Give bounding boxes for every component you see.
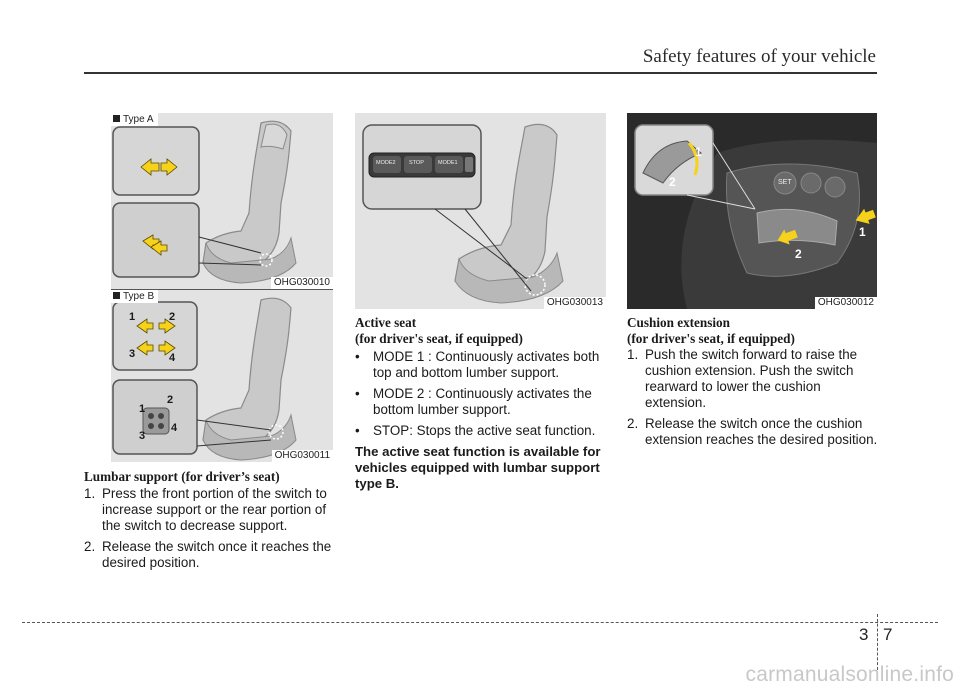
list-item: 1. Press the front portion of the switch … xyxy=(84,486,336,534)
heading-line-2: (for driver's seat, if equipped) xyxy=(355,331,523,346)
lumbar-heading: Lumbar support (for driver’s seat) xyxy=(84,469,280,484)
arrow-right-icon xyxy=(160,158,178,176)
set-button-label: SET xyxy=(778,179,792,186)
figure-code-type-a: OHG030010 xyxy=(270,277,333,289)
figure-cushion-extension: SET 1 2 1 2 OHG030012 xyxy=(627,113,877,309)
footer-dashed-rule xyxy=(22,622,938,623)
cushion-steps: 1. Push the switch forward to raise the c… xyxy=(627,347,879,453)
figure-active-seat: MODE2 STOP MODE1 OHG030013 xyxy=(355,113,606,309)
list-text: MODE 2 : Continuously activates the bott… xyxy=(373,386,592,417)
type-a-text: Type A xyxy=(123,114,154,125)
list-text: Release the switch once it reaches the d… xyxy=(102,539,332,570)
list-marker: 1. xyxy=(627,347,639,362)
figure-code-type-b: OHG030011 xyxy=(271,450,333,462)
list-item: 2. Release the switch once the cushion ex… xyxy=(627,416,879,448)
square-bullet-icon xyxy=(113,292,120,299)
figure-type-a: Type A OHG030010 xyxy=(111,113,333,289)
type-a-label: Type A xyxy=(111,113,158,126)
heading-line-1: Active seat xyxy=(355,315,417,330)
inset-callout-2: 2 xyxy=(669,175,676,189)
list-text: MODE 1 : Continuously activates both top… xyxy=(373,349,600,380)
callout-2: 2 xyxy=(169,311,176,323)
switch-callout-2: 2 xyxy=(167,394,174,406)
heading-line-1: Cushion extension xyxy=(627,315,730,330)
list-item: 1. Push the switch forward to raise the c… xyxy=(627,347,879,411)
seat-illustration-type-b xyxy=(112,297,297,461)
callout-4: 4 xyxy=(169,352,176,364)
active-seat-note: The active seat function is available fo… xyxy=(355,444,601,491)
list-item: • MODE 2 : Continuously activates the bot… xyxy=(355,386,607,418)
mode2-button-label: MODE2 xyxy=(376,160,396,166)
list-item: • STOP: Stops the active seat function. xyxy=(355,423,607,439)
list-marker: 2. xyxy=(627,416,639,431)
switch-callout-1: 1 xyxy=(859,225,866,239)
inset-callout-1: 1 xyxy=(695,145,702,159)
switch-callout-4: 4 xyxy=(171,422,178,434)
list-text: Release the switch once the cushion exte… xyxy=(645,416,878,447)
list-text: STOP: Stops the active seat function. xyxy=(373,423,596,438)
type-b-text: Type B xyxy=(123,291,155,302)
footer-dashed-divider xyxy=(877,614,878,670)
callout-3: 3 xyxy=(129,348,136,360)
mode1-button-label: MODE1 xyxy=(438,160,458,166)
seat-illustration-active xyxy=(362,123,564,304)
seat-illustration-type-a xyxy=(112,120,297,284)
active-seat-heading: Active seat (for driver's seat, if equip… xyxy=(355,315,607,347)
page-number: 7 xyxy=(883,625,893,644)
stop-button-label: STOP xyxy=(409,160,424,166)
switch-callout-2: 2 xyxy=(795,247,802,261)
square-bullet-icon xyxy=(113,115,120,122)
list-marker: • xyxy=(355,386,360,401)
list-text: Push the switch forward to raise the cus… xyxy=(645,347,858,410)
list-marker: 2. xyxy=(84,539,96,554)
page-header-title: Safety features of your vehicle xyxy=(642,46,876,67)
type-b-label: Type B xyxy=(111,290,159,303)
heading-line-2: (for driver's seat, if equipped) xyxy=(627,331,795,346)
active-seat-modes: • MODE 1 : Continuously activates both to… xyxy=(355,349,607,444)
callout-1: 1 xyxy=(129,311,136,323)
list-marker: 1. xyxy=(84,486,96,501)
figure-type-b: Type B 1 2 3 4 1 2 3 4 OHG030011 xyxy=(111,289,333,462)
list-marker: • xyxy=(355,423,360,438)
list-marker: • xyxy=(355,349,360,364)
watermark: carmanualsonline.info xyxy=(745,663,954,686)
figure-code-cushion: OHG030012 xyxy=(814,297,877,309)
list-text: Press the front portion of the switch to… xyxy=(102,486,327,533)
cushion-switch-illustration xyxy=(627,113,877,309)
chapter-number: 3 xyxy=(859,625,869,644)
header-rule xyxy=(84,72,877,74)
switch-callout-3: 3 xyxy=(139,430,146,442)
list-item: • MODE 1 : Continuously activates both to… xyxy=(355,349,607,381)
cushion-heading: Cushion extension (for driver's seat, if… xyxy=(627,315,879,347)
lumbar-steps: 1. Press the front portion of the switch … xyxy=(84,486,336,576)
switch-callout-1: 1 xyxy=(139,403,146,415)
list-item: 2. Release the switch once it reaches the… xyxy=(84,539,336,571)
arrow-left-icon xyxy=(140,158,160,176)
figure-code-active-seat: OHG030013 xyxy=(543,297,606,309)
